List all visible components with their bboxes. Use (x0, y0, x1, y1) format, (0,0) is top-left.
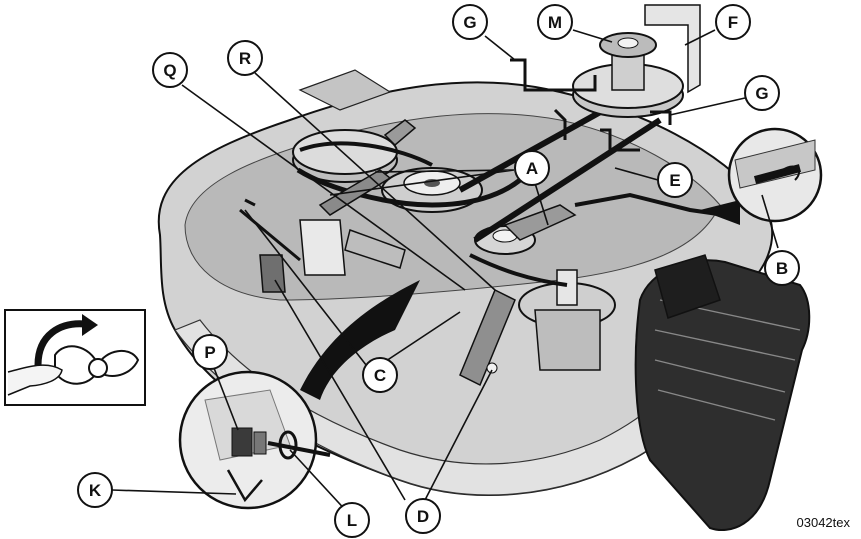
pulley-left (292, 129, 398, 183)
callout-e: E (657, 162, 693, 198)
deck-bracket-center (344, 229, 406, 269)
callout-a: A (514, 150, 550, 186)
hand (7, 364, 63, 396)
callout-c: C (362, 357, 398, 393)
callout-q: Q (152, 52, 188, 88)
rotate-arrow-icon (34, 320, 86, 366)
svg-text:M: M (548, 13, 562, 32)
callout-m: M (537, 4, 573, 40)
deck-rear-panel (298, 69, 392, 111)
idler-arm-rear (318, 119, 417, 216)
mounting-bracket (644, 4, 701, 94)
svg-text:E: E (669, 171, 680, 190)
callout-p: P (192, 334, 228, 370)
callout-d: D (405, 498, 441, 534)
callout-b: B (764, 250, 800, 286)
svg-text:F: F (728, 13, 738, 32)
engine-pulley-assembly (572, 4, 701, 118)
detail-circle-klp (178, 280, 420, 510)
idler-arm-front (459, 204, 577, 387)
svg-text:D: D (417, 507, 429, 526)
figure-id: 03042tex (797, 515, 851, 530)
callout-g-right: G (744, 75, 780, 111)
svg-text:C: C (374, 366, 386, 385)
svg-text:A: A (526, 159, 538, 178)
svg-text:Q: Q (163, 61, 176, 80)
leader-lines (111, 29, 779, 516)
hairpin-inset (4, 309, 146, 406)
spring-rod (239, 198, 301, 262)
svg-text:B: B (776, 259, 788, 278)
callout-l: L (334, 502, 370, 538)
svg-text:L: L (347, 511, 357, 530)
hairpin-clip (54, 345, 140, 385)
belt-guide-upper (510, 58, 597, 140)
svg-text:K: K (89, 481, 102, 500)
callout-k: K (77, 472, 113, 508)
svg-text:P: P (204, 343, 215, 362)
discharge-chute (634, 254, 811, 532)
deck-bracket-left (259, 219, 346, 293)
svg-text:R: R (239, 49, 251, 68)
callout-r: R (227, 40, 263, 76)
pulley-right (518, 269, 616, 371)
belt-guide-lower (600, 110, 672, 152)
svg-text:G: G (755, 84, 768, 103)
detail-circle-b (700, 127, 823, 225)
callout-g-top: G (452, 4, 488, 40)
svg-text:G: G (463, 13, 476, 32)
callout-f: F (715, 4, 751, 40)
